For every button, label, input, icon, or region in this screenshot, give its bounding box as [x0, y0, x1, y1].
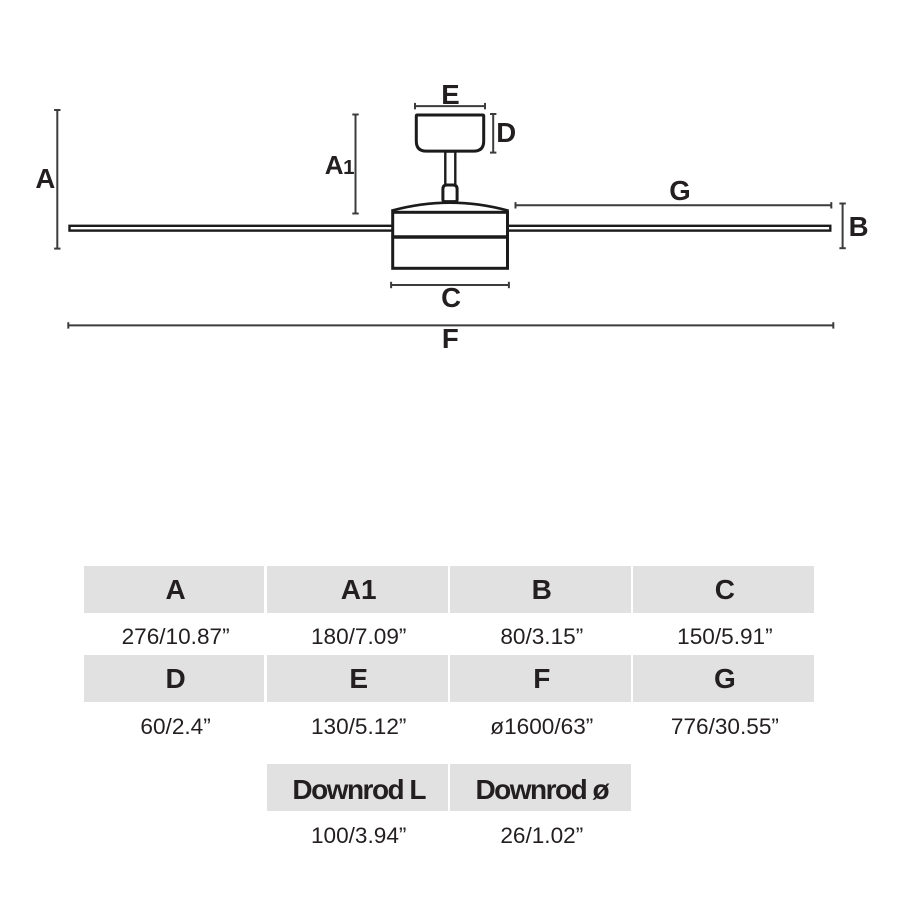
svg-text:A1: A1: [325, 150, 355, 180]
svg-text:F: F: [442, 323, 459, 354]
svg-text:A: A: [35, 163, 55, 194]
svg-text:D: D: [496, 117, 516, 148]
svg-text:E: E: [441, 79, 459, 110]
svg-text:G: G: [669, 175, 690, 206]
svg-text:B: B: [849, 211, 869, 242]
svg-text:C: C: [441, 282, 461, 313]
